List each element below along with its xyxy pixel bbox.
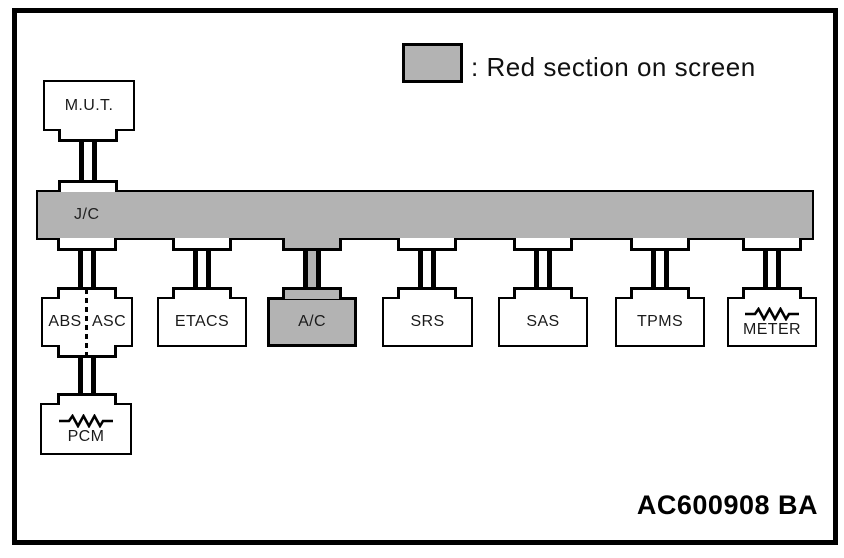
legend-swatch	[402, 43, 463, 83]
connector-tab	[397, 238, 457, 251]
connector-tab	[397, 287, 457, 299]
node-sas-label: SAS	[526, 313, 560, 330]
node-ac-highlighted: A/C	[267, 297, 357, 347]
node-abs-label: ABS	[48, 313, 82, 330]
connector-tab	[57, 393, 117, 405]
connector-rails	[651, 251, 669, 287]
connector-rails	[534, 251, 552, 287]
connector-tab-highlighted	[282, 238, 342, 251]
connector-tab	[172, 238, 232, 251]
connector-tab	[58, 129, 118, 142]
resistor-icon	[57, 413, 115, 428]
node-asc-label: ASC	[91, 313, 127, 330]
connector-rails	[193, 251, 211, 287]
node-pcm: PCM	[40, 403, 132, 455]
connector-rails	[78, 358, 96, 393]
resistor-icon	[743, 306, 801, 321]
connector-tab	[172, 287, 232, 299]
connector-rails	[79, 142, 97, 180]
diagram-border-frame	[12, 8, 838, 545]
node-tpms-label: TPMS	[636, 313, 684, 330]
connector-tab	[57, 238, 117, 251]
connector-rails-highlighted	[303, 251, 321, 287]
node-pcm-label: PCM	[67, 427, 105, 445]
node-sas: SAS	[498, 297, 588, 347]
node-mut-label: M.U.T.	[64, 96, 114, 114]
node-meter: METER	[727, 297, 817, 347]
connector-tab	[58, 180, 118, 192]
connector-tab	[630, 238, 690, 251]
node-srs-label: SRS	[410, 313, 445, 330]
connector-tab	[513, 287, 573, 299]
node-meter-label: METER	[743, 320, 801, 338]
node-srs: SRS	[382, 297, 473, 347]
figure-code: AC600908 BA	[636, 490, 818, 520]
node-mut: M.U.T.	[43, 80, 135, 131]
node-etacs: ETACS	[157, 297, 247, 347]
connector-tab	[742, 287, 802, 299]
connector-tab	[513, 238, 573, 251]
connector-rails	[78, 251, 96, 287]
connector-tab	[630, 287, 690, 299]
connector-tab-highlighted	[282, 287, 342, 299]
junction-bar: J/C	[36, 190, 814, 240]
connector-rails	[418, 251, 436, 287]
node-ac-label: A/C	[298, 313, 326, 330]
junction-bar-label: J/C	[74, 206, 100, 223]
connector-rails	[763, 251, 781, 287]
connector-tab	[742, 238, 802, 251]
legend-label: : Red section on screen	[471, 52, 756, 82]
node-etacs-label: ETACS	[174, 313, 230, 330]
node-tpms: TPMS	[615, 297, 705, 347]
dashed-divider	[85, 289, 88, 355]
